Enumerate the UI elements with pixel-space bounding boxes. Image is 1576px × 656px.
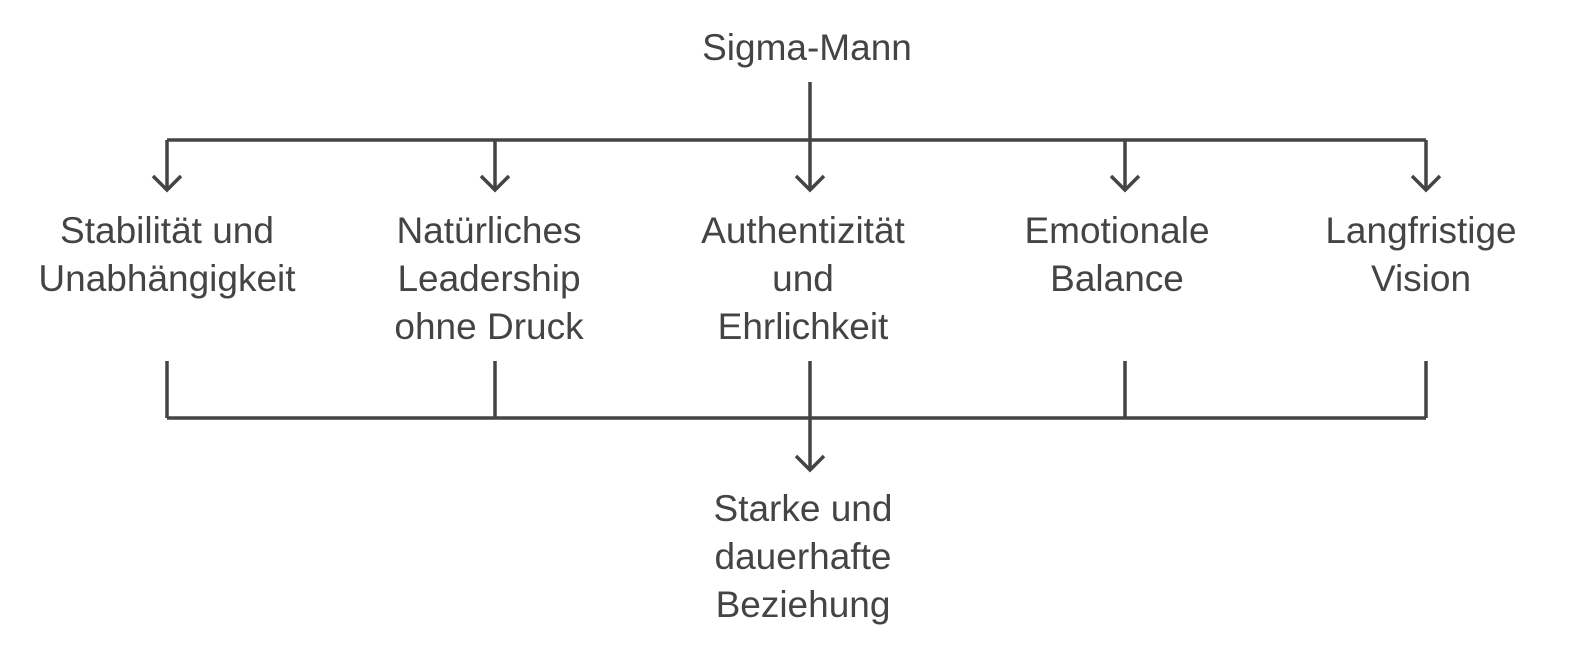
node-label-line: Emotionale [1024, 210, 1210, 251]
node-label-line: Stabilität und [60, 210, 274, 251]
node-langfristige-vision: Langfristige Vision [1271, 207, 1571, 303]
node-label-line: Vision [1370, 258, 1472, 299]
node-label-line: ohne Druck [394, 306, 584, 347]
arrowhead-4 [1109, 174, 1141, 193]
node-stabilitaet-unabhaengigkeit: Stabilität und Unabhängigkeit [17, 207, 317, 303]
arrowhead-3 [794, 174, 826, 193]
node-label-line: Balance [1050, 258, 1184, 299]
arrowhead-5 [1410, 174, 1442, 193]
node-label-line: Unabhängigkeit [38, 258, 296, 299]
arrowhead-bottom [794, 454, 826, 473]
arrowhead-1 [151, 174, 183, 193]
node-label-line: Langfristige [1325, 210, 1517, 251]
node-label-line: Authentizität [701, 210, 905, 251]
node-label-line: und [772, 258, 834, 299]
node-natuerliches-leadership: Natürliches Leadership ohne Druck [339, 207, 639, 351]
node-label-line: Beziehung [715, 584, 891, 625]
node-label-line: Starke und [713, 488, 893, 529]
node-sigma-mann: Sigma-Mann [657, 24, 957, 72]
node-authentizitaet-ehrlichkeit: Authentizität und Ehrlichkeit [653, 207, 953, 351]
node-label-line: Natürliches [396, 210, 582, 251]
node-label-line: dauerhafte [714, 536, 892, 577]
node-starke-beziehung: Starke und dauerhafte Beziehung [653, 485, 953, 629]
node-label-line: Sigma-Mann [702, 27, 912, 68]
arrowhead-2 [479, 174, 511, 193]
node-emotionale-balance: Emotionale Balance [967, 207, 1267, 303]
node-label-line: Ehrlichkeit [717, 306, 889, 347]
node-label-line: Leadership [397, 258, 581, 299]
